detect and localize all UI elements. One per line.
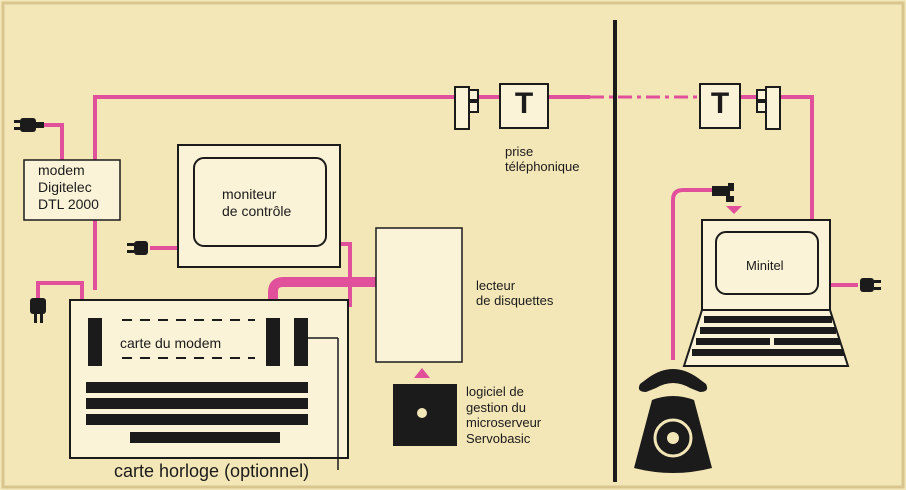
telephone-icon xyxy=(634,369,712,473)
arrow-to-minitel xyxy=(726,206,742,214)
plug-minitel xyxy=(860,278,881,292)
modem-box xyxy=(23,159,121,221)
cable-top-line xyxy=(93,95,455,290)
plug-monitor xyxy=(127,241,148,255)
monitor-screen xyxy=(193,157,327,247)
minitel-key-row-3a xyxy=(696,338,770,345)
card-slot-left xyxy=(88,318,102,366)
floppy-hub xyxy=(417,408,427,418)
cable-modem-plug xyxy=(42,123,64,160)
disk-drive-box xyxy=(375,227,463,363)
modem-label: modem Digitelec DTL 2000 xyxy=(38,162,99,212)
keyboard-spacebar xyxy=(130,432,280,443)
phone-socket-right-icon xyxy=(699,83,741,129)
keyboard-row-3 xyxy=(86,414,308,425)
phone-socket-left-icon xyxy=(499,83,549,129)
phone-adapter-left-icon xyxy=(454,86,479,130)
keyboard-row-1 xyxy=(86,382,308,393)
disk-drive-label: lecteur de disquettes xyxy=(476,278,554,308)
minitel-key-row-3b xyxy=(774,338,840,345)
minitel-key-row-1 xyxy=(704,316,832,323)
minitel-label: Minitel xyxy=(746,258,784,273)
plug-lower-left xyxy=(30,298,46,323)
clock-card-label: carte horloge (optionnel) xyxy=(114,461,310,481)
minitel-screen xyxy=(715,231,819,295)
arrow-to-drive xyxy=(414,368,430,378)
socket-right-letter: T xyxy=(710,87,730,120)
minitel-connector-icon xyxy=(712,183,734,202)
cable-phone xyxy=(671,188,718,360)
minitel-key-row-2 xyxy=(700,327,836,334)
monitor-label: moniteur de contrôle xyxy=(222,186,292,219)
socket-left-letter: T xyxy=(514,87,534,120)
minitel-key-row-4 xyxy=(692,349,844,356)
modem-card-label: carte du modem xyxy=(120,335,222,351)
card-slot-right xyxy=(294,318,308,366)
phone-socket-label: prise téléphonique xyxy=(505,144,580,174)
ribbon-cable xyxy=(268,277,376,320)
keyboard-row-2 xyxy=(86,398,308,409)
cable-right-to-minitel xyxy=(780,95,814,220)
plug-modem xyxy=(14,118,44,132)
card-slot-middle xyxy=(266,318,280,366)
software-label: logiciel de gestion du microserveur Serv… xyxy=(466,384,542,446)
phone-adapter-right-icon xyxy=(756,86,781,130)
